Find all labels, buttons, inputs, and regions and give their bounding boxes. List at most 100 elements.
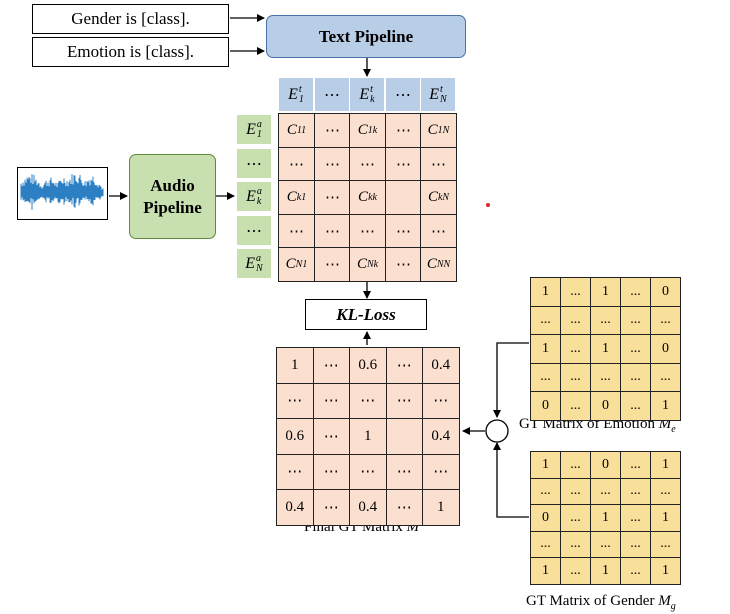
line-emotion-to-plus: [493, 342, 529, 418]
gender-gt-cell: 1: [650, 557, 681, 585]
final-gt-cell: 0.4: [276, 489, 314, 526]
audio-pipeline-box: Audio Pipeline: [129, 154, 216, 239]
final-gt-cell: ⋯: [312, 418, 350, 455]
similarity-cell: ⋯: [314, 180, 351, 215]
emotion-gt-cell: ...: [530, 362, 561, 392]
similarity-cell: ⋯: [420, 214, 457, 249]
similarity-cell: ⋯: [385, 113, 422, 148]
emotion-gt-cell: ...: [560, 334, 591, 364]
final-gt-cell: ⋯: [385, 347, 423, 384]
text-pipeline-box: Text Pipeline: [266, 15, 466, 58]
kl-loss-box: KL-Loss: [305, 299, 427, 330]
audio-embedding-2: ⋯: [237, 149, 271, 178]
gender-gt-cell: ...: [620, 557, 651, 585]
emotion-gt-cell: 0: [530, 391, 561, 421]
emotion-gt-cell: 1: [650, 391, 681, 421]
similarity-cell: ⋯: [314, 214, 351, 249]
gender-symbol-sub: g: [670, 601, 676, 612]
emotion-gt-cell: 1: [590, 334, 621, 364]
text-embedding-4: ⋯: [386, 78, 420, 111]
final-gt-cell: ⋯: [422, 453, 460, 490]
gender-gt-cell: ...: [620, 477, 651, 505]
final-gt-cell: ⋯: [385, 453, 423, 490]
final-gt-cell: 0.4: [422, 418, 460, 455]
emotion-gt-cell: 0: [590, 391, 621, 421]
text-embedding-2: ⋯: [315, 78, 349, 111]
gender-gt-cell: ...: [590, 530, 621, 558]
similarity-cell: ⋯: [314, 113, 351, 148]
emotion-gt-cell: ...: [620, 305, 651, 335]
gender-gt-cell: ...: [560, 504, 591, 532]
similarity-cell: ⋯: [349, 147, 386, 182]
final-gt-cell: ⋯: [312, 347, 350, 384]
final-gt-cell: 0.6: [276, 418, 314, 455]
similarity-cell: ⋯: [349, 214, 386, 249]
gender-gt-cell: ...: [620, 530, 651, 558]
prompt-emotion: Emotion is [class].: [32, 37, 229, 67]
emotion-gt-cell: 1: [530, 277, 561, 307]
gender-gt-cell: ...: [560, 477, 591, 505]
final-gt-cell: ⋯: [312, 453, 350, 490]
final-gt-cell: 1: [349, 418, 387, 455]
final-gt-cell: ⋯: [422, 382, 460, 419]
emotion-gt-cell: ...: [620, 334, 651, 364]
final-gt-cell: ⋯: [385, 382, 423, 419]
emotion-gt-cell: ...: [650, 305, 681, 335]
similarity-cell: ⋯: [385, 147, 422, 182]
gender-gt-cell: ...: [530, 530, 561, 558]
gender-gt-caption: GT Matrix of Gender Mg: [526, 593, 676, 612]
similarity-cell: [385, 180, 422, 215]
final-gt-cell: 0.6: [349, 347, 387, 384]
gender-gt-cell: ...: [650, 477, 681, 505]
line-gender-to-plus: [493, 442, 529, 518]
gender-gt-cell: ...: [620, 504, 651, 532]
final-gt-cell: 1: [276, 347, 314, 384]
gender-gt-cell: ...: [530, 477, 561, 505]
similarity-cell: ⋯: [278, 214, 315, 249]
gender-gt-cell: 1: [590, 557, 621, 585]
emotion-gt-cell: ...: [590, 362, 621, 392]
gender-gt-cell: 1: [530, 557, 561, 585]
gender-gt-cell: 1: [650, 504, 681, 532]
similarity-cell: ⋯: [385, 247, 422, 282]
audio-waveform-icon: [17, 167, 108, 220]
gender-gt-cell: 1: [590, 504, 621, 532]
similarity-cell: ⋯: [420, 147, 457, 182]
red-dot-mark: [486, 203, 490, 207]
emotion-gt-cell: ...: [650, 362, 681, 392]
plus-circle-icon: [485, 419, 509, 443]
gender-gt-cell: ...: [650, 530, 681, 558]
similarity-cell: ⋯: [278, 147, 315, 182]
emotion-gt-cell: ...: [590, 305, 621, 335]
gender-gt-cell: ...: [560, 451, 591, 479]
emotion-gt-cell: 0: [650, 277, 681, 307]
emotion-gt-cell: ...: [620, 391, 651, 421]
final-gt-cell: ⋯: [385, 489, 423, 526]
emotion-gt-cell: ...: [560, 305, 591, 335]
final-gt-cell: 0.4: [422, 347, 460, 384]
final-gt-cell: ⋯: [349, 453, 387, 490]
gender-gt-cell: 0: [590, 451, 621, 479]
similarity-cell: ⋯: [314, 247, 351, 282]
final-gt-cell: 1: [422, 489, 460, 526]
gender-gt-cell: ...: [620, 451, 651, 479]
emotion-gt-cell: ...: [620, 362, 651, 392]
gender-gt-cell: 1: [650, 451, 681, 479]
gender-caption-text: GT Matrix of Gender: [526, 593, 655, 609]
gender-gt-cell: ...: [590, 477, 621, 505]
final-gt-cell: ⋯: [276, 453, 314, 490]
prompt-gender: Gender is [class].: [32, 4, 229, 34]
